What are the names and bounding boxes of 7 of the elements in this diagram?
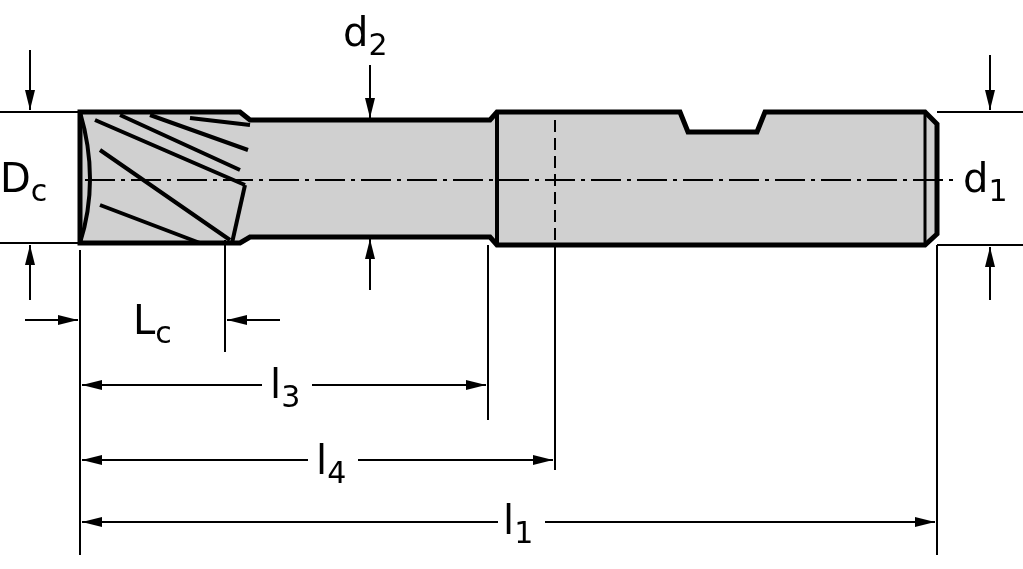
dimension-label: D$_{c}$ [0, 158, 48, 206]
dimension-label: d$_{1}$ [963, 158, 1008, 206]
dimension-label: l$_{4}$ [316, 440, 347, 488]
dimension-label: L$_{c}$ [133, 300, 172, 348]
dimension-label: l$_{3}$ [270, 364, 301, 412]
dimension-label: d$_{2}$ [343, 12, 388, 60]
dimension-label: l$_{1}$ [503, 500, 534, 548]
